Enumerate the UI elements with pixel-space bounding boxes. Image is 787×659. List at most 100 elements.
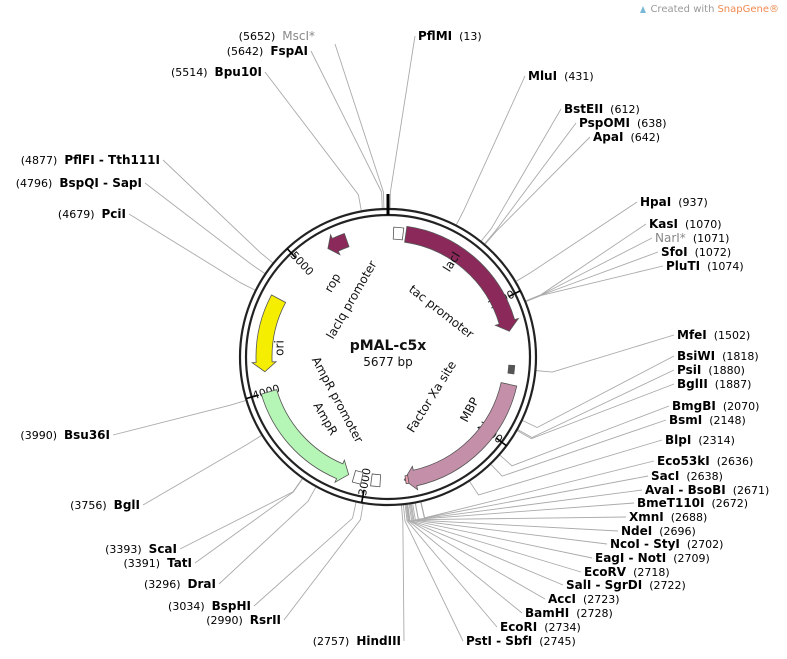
site-position: (2722) (649, 579, 686, 592)
restriction-site[interactable]: DraI(3296) (144, 577, 216, 591)
site-leader-line (536, 334, 675, 373)
restriction-site[interactable]: Bpu10I(5514) (171, 65, 262, 79)
site-name: Bsu36I (64, 428, 110, 442)
site-name: BmeT110I (637, 496, 705, 510)
restriction-site[interactable]: Eco53kI(2636) (657, 454, 753, 468)
restriction-site[interactable]: BamHI(2728) (525, 606, 613, 620)
restriction-site[interactable]: HpaI(937) (640, 195, 708, 209)
restriction-site[interactable]: Bsu36I (3990) (20, 428, 110, 442)
restriction-site[interactable]: FspAI(5642) (227, 44, 308, 58)
restriction-site[interactable]: BmeT110I(2672) (637, 496, 748, 510)
site-name: ScaI (149, 542, 177, 556)
restriction-site[interactable]: PstI - SbfI(2745) (466, 634, 576, 648)
site-labels: MscI*(5652) PflMI(13) FspAI(5642) Bpu10I(55… (16, 29, 770, 648)
ampr-feature (260, 389, 350, 484)
site-name: PspOMI (579, 116, 630, 130)
restriction-site[interactable]: BglI(3756) (70, 498, 140, 512)
restriction-site[interactable]: BspQI - SapI (4796) (16, 176, 142, 190)
restriction-site[interactable]: MfeI(1502) (677, 328, 750, 342)
restriction-site[interactable]: KasI(1070) (649, 217, 722, 231)
site-name: PstI - SbfI (466, 634, 532, 648)
site-position: (2688) (671, 511, 708, 524)
laci-feature (404, 225, 520, 332)
restriction-site[interactable]: NcoI - StyI(2702) (610, 537, 723, 551)
site-position: (1880) (708, 364, 745, 377)
site-leader-line (144, 182, 265, 274)
site-name: TatI (167, 556, 192, 570)
site-leader-line (525, 251, 659, 302)
restriction-site[interactable]: PciI (4679) (58, 207, 126, 221)
plasmid-name: pMAL-c5x (350, 338, 427, 354)
restriction-site[interactable]: PspOMI(638) (579, 116, 667, 130)
site-leader-line (469, 439, 663, 496)
restriction-site[interactable]: XmnI(2688) (629, 510, 707, 524)
restriction-site[interactable]: AvaI - BsoBI(2671) (645, 483, 769, 497)
site-leader-line (405, 504, 523, 614)
restriction-site[interactable]: RsrII(2990) (206, 613, 281, 627)
site-position: (2734) (544, 621, 581, 634)
restriction-site[interactable]: BspHI(3034) (168, 599, 251, 613)
site-position: (5642) (227, 45, 264, 58)
restriction-site[interactable]: NarI*(1071) (655, 231, 729, 245)
scale-tick (360, 489, 365, 503)
site-leader-line (194, 478, 303, 564)
restriction-site[interactable]: BstEII(612) (564, 102, 640, 116)
restriction-site[interactable]: SfoI(1072) (661, 245, 731, 259)
snapgene-watermark: Created with SnapGene® (639, 4, 779, 15)
site-leader-line (456, 75, 526, 225)
restriction-site[interactable]: ApaI(642) (593, 130, 660, 144)
site-name: BspQI - SapI (59, 176, 142, 190)
restriction-site[interactable]: EagI - NotI(2709) (595, 551, 710, 565)
site-leader-line (522, 355, 675, 428)
site-position: (2638) (686, 470, 723, 483)
restriction-site[interactable]: BglII (1887) (677, 377, 751, 391)
restriction-site[interactable]: SacI(2638) (651, 469, 723, 483)
site-position: (4796) (16, 177, 53, 190)
restriction-site[interactable]: NdeI(2696) (621, 524, 696, 538)
restriction-site[interactable]: BlpI(2314) (665, 433, 735, 447)
site-position: (4679) (58, 208, 95, 221)
site-name: AccI (548, 592, 576, 606)
site-position: (2148) (709, 414, 746, 427)
restriction-site[interactable]: MluI(431) (528, 69, 594, 83)
site-leader-line (218, 487, 317, 585)
site-position: (3391) (123, 557, 160, 570)
site-name: EagI - NotI (595, 551, 666, 565)
restriction-site[interactable]: HindIII(2757) (313, 634, 401, 648)
site-position: (3990) (20, 429, 57, 442)
restriction-site[interactable]: TatI (3391) (123, 556, 192, 570)
feature-label-rop: rop (322, 271, 344, 295)
site-position: (1887) (715, 378, 752, 391)
restriction-site[interactable]: AccI(2723) (548, 592, 620, 606)
restriction-site[interactable]: EcoRV(2718) (584, 565, 670, 579)
center-label: pMAL-c5x 5677 bp (350, 338, 427, 369)
restriction-site[interactable]: PsiI(1880) (677, 363, 745, 377)
restriction-site[interactable]: BmgBI(2070) (672, 399, 759, 413)
restriction-site[interactable]: PluTI(1074) (666, 259, 744, 273)
restriction-site[interactable]: EcoRI(2734) (500, 620, 581, 634)
site-name: PflFI - Tth111I (64, 153, 160, 167)
restriction-site[interactable]: BsmI (2148) (669, 413, 746, 427)
restriction-site[interactable]: MscI*(5652) (239, 29, 315, 43)
site-leader-line (499, 405, 670, 467)
watermark-prefix: Created with (650, 4, 715, 15)
restriction-site[interactable]: SalI - SgrDI(2722) (566, 578, 686, 592)
restriction-site[interactable]: PflMI(13) (418, 29, 482, 43)
site-position: (1818) (722, 350, 759, 363)
site-name: DraI (188, 577, 216, 591)
site-name: BspHI (212, 599, 251, 613)
site-position: (1071) (693, 232, 730, 245)
restriction-site[interactable]: ScaI(3393) (105, 542, 177, 556)
site-position: (2070) (723, 400, 760, 413)
site-name: SfoI (661, 245, 688, 259)
site-name: BglII (677, 377, 708, 391)
site-position: (937) (678, 196, 708, 209)
scale-tick (245, 394, 259, 400)
site-name: BsmI (669, 413, 702, 427)
site-name: PciI (102, 207, 127, 221)
restriction-site[interactable]: BsiWI(1818) (677, 349, 759, 363)
site-leader-line (253, 502, 357, 607)
site-leader-line (400, 505, 405, 642)
restriction-site[interactable]: PflFI - Tth111I(4877) (21, 153, 160, 167)
